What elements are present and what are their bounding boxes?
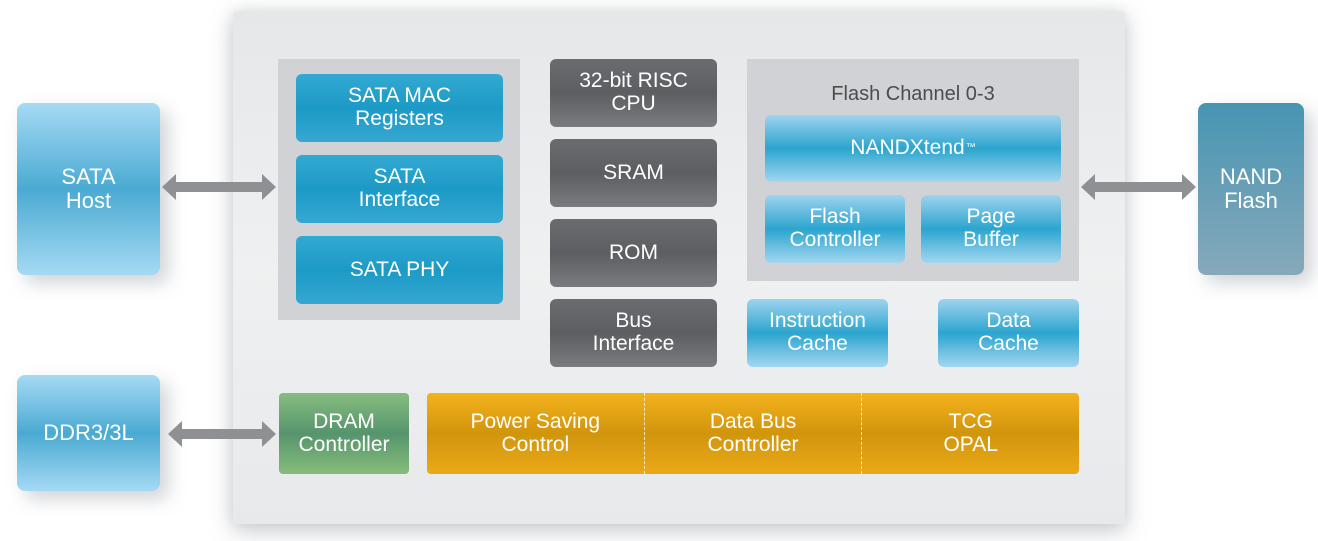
data-bus-controller-block: Data Bus Controller [643,393,862,474]
rom-block: ROM [550,219,717,287]
ddr3-memory-block: DDR3/3L [17,375,160,491]
power-saving-control-block: Power Saving Control [470,409,601,456]
data-cache-block: Data Cache [938,299,1079,367]
sata-host-link-arrow [162,172,276,202]
sata-interface-block: SATA Interface [296,155,503,223]
bus-interface-block: Bus Interface [550,299,717,367]
page-buffer-block: Page Buffer [921,195,1061,263]
trademark-mark: ™ [965,142,976,154]
sram-block: SRAM [550,139,717,207]
nand-flash-block: NAND Flash [1198,103,1304,275]
tcg-opal-block: TCG OPAL [861,393,1079,474]
flash-controller-block: Flash Controller [765,195,905,263]
dram-controller-block: DRAM Controller [279,393,409,474]
sata-phy-block: SATA PHY [296,236,503,304]
risc-cpu-block: 32-bit RISC CPU [550,59,717,127]
instruction-cache-block: Instruction Cache [747,299,888,367]
sata-host-block: SATA Host [17,103,160,275]
ddr-link-arrow [168,419,276,449]
flash-channel-title: Flash Channel 0-3 [831,83,995,105]
nandxtend-label: NANDXtend [850,136,965,160]
sata-mac-registers-block: SATA MAC Registers [296,74,503,142]
system-bus-bar: Power Saving Control Data Bus Controller… [427,393,1079,474]
nand-flash-link-arrow [1081,172,1196,202]
